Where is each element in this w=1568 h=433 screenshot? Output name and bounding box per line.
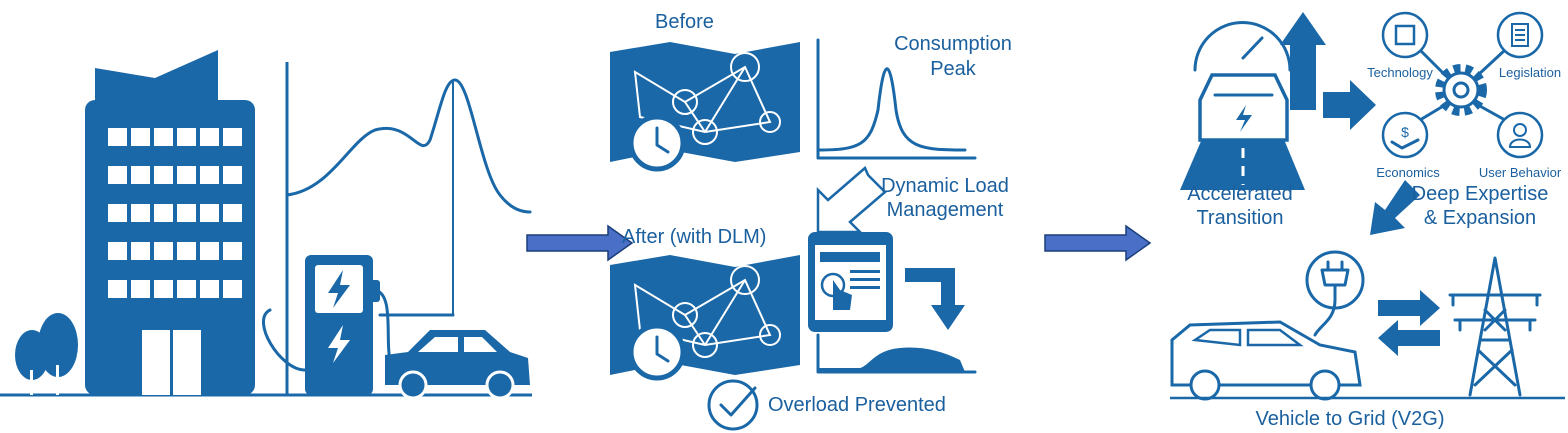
consumption-peak-chart [816, 38, 977, 160]
building-window [200, 280, 219, 298]
office-building-icon [85, 50, 255, 395]
flow-arrow-2 [1044, 224, 1152, 262]
peak-label: Peak [930, 58, 977, 80]
building-window [177, 166, 196, 184]
load-curve-chart [285, 62, 532, 395]
ev-road-speedometer-icon [1180, 21, 1305, 190]
building-window [131, 242, 150, 260]
building-window [223, 242, 242, 260]
svg-text:$: $ [1401, 124, 1409, 140]
building-window [177, 242, 196, 260]
car-icon [385, 330, 530, 400]
building-window [131, 280, 150, 298]
building-window [108, 128, 127, 146]
building-window [154, 242, 173, 260]
building-window [131, 128, 150, 146]
gear-icon [1435, 64, 1487, 116]
building-window [108, 204, 127, 222]
building-window [223, 128, 242, 146]
after-label: After (with DLM) [622, 226, 766, 248]
factor-legislation: Legislation [1499, 65, 1561, 80]
clock-icon [628, 323, 686, 381]
transition-label: Transition [1196, 207, 1283, 229]
v2g-car-icon [1170, 320, 1362, 401]
building-window [223, 280, 242, 298]
consumption-label: Consumption [894, 33, 1012, 55]
user-icon [1496, 111, 1544, 159]
up-arrow-icon [1280, 12, 1326, 110]
down-arrow-icon [905, 268, 965, 330]
accelerated-label: Accelerated [1187, 183, 1293, 205]
factors-network: $ [1381, 11, 1544, 159]
trees-icon [15, 313, 78, 395]
building-window [154, 280, 173, 298]
management-label: Management [887, 199, 1004, 221]
flattened-load-chart [816, 333, 977, 374]
tablet-touch-icon [808, 232, 893, 332]
building-window [108, 166, 127, 184]
flow-arrow-1 [526, 224, 634, 262]
plug-icon [1305, 250, 1365, 337]
building-window [200, 166, 219, 184]
factor-economics: Economics [1376, 165, 1440, 180]
building-window [200, 242, 219, 260]
bidirectional-arrows-icon [1378, 290, 1440, 356]
building-window [154, 128, 173, 146]
overload-prevented-label: Overload Prevented [768, 394, 946, 416]
v2g-label: Vehicle to Grid (V2G) [1256, 408, 1445, 430]
right-arrow-icon [1323, 80, 1376, 130]
dynamic-load-label: Dynamic Load [881, 175, 1009, 197]
building-window [177, 280, 196, 298]
building-window [131, 166, 150, 184]
money-hand-icon: $ [1381, 111, 1429, 159]
building-window [200, 128, 219, 146]
building-window [108, 280, 127, 298]
factor-user-behavior: User Behavior [1479, 165, 1562, 180]
building-window [154, 166, 173, 184]
building-window [177, 204, 196, 222]
building-window [223, 204, 242, 222]
factor-technology: Technology [1367, 65, 1433, 80]
document-icon [1496, 11, 1544, 59]
power-tower-icon [1448, 256, 1542, 397]
building-window [108, 242, 127, 260]
charging-station-icon [262, 255, 392, 395]
deep-expertise-label: Deep Expertise [1412, 183, 1549, 205]
clock-icon [628, 114, 686, 172]
building-window [177, 128, 196, 146]
chip-icon [1381, 11, 1429, 59]
dlm-arrow-icon [816, 165, 887, 234]
down-left-arrow-icon [1370, 180, 1420, 235]
building-window [131, 204, 150, 222]
expansion-label: & Expansion [1424, 207, 1536, 229]
building-window [200, 204, 219, 222]
checkmark-icon [707, 379, 759, 431]
building-charging-scene [0, 50, 532, 400]
building-window [223, 166, 242, 184]
before-label: Before [655, 11, 714, 33]
building-window [154, 204, 173, 222]
